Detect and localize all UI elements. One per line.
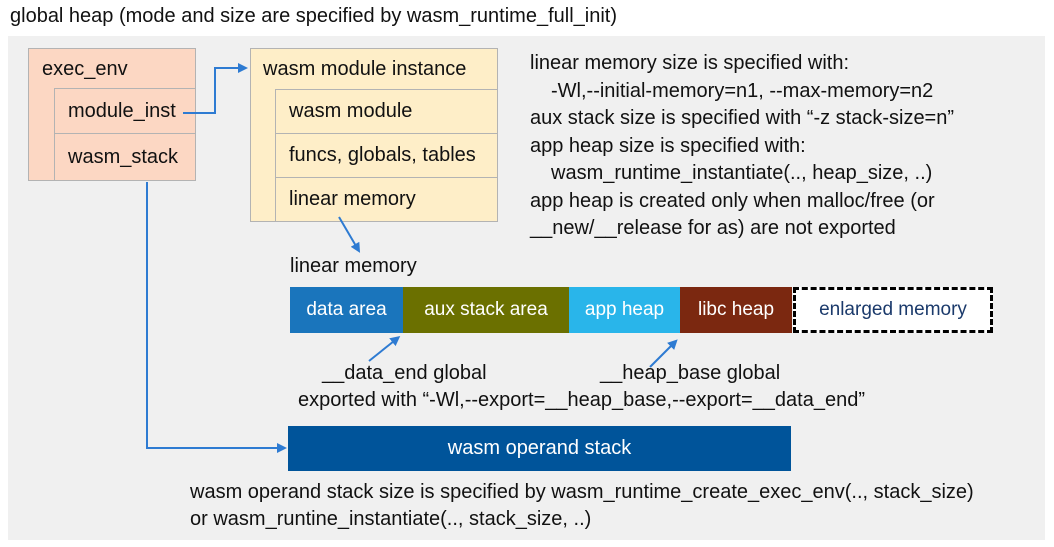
segment-enlarged-memory: enlarged memory [793, 287, 993, 333]
linear-memory-bar-title: linear memory [290, 255, 417, 277]
module-inst-label: module_inst [68, 99, 176, 122]
note-line: wasm_runtime_instantiate(.., heap_size, … [551, 162, 933, 184]
segment-data-area: data area [290, 287, 403, 333]
segment-data-area-label: data area [306, 299, 387, 320]
diagram-title: global heap (mode and size are specified… [10, 5, 617, 27]
exec-env-label: exec_env [42, 57, 128, 80]
module-inst-box: module_inst [54, 88, 196, 134]
note-line: wasm operand stack size is specified by … [190, 481, 974, 503]
linear-memory-row-box: linear memory [275, 177, 498, 222]
wasm-stack-box: wasm_stack [54, 133, 196, 181]
funcs-globals-tables-box: funcs, globals, tables [275, 133, 498, 178]
wasm-operand-stack-label: wasm operand stack [447, 437, 632, 459]
wasm-module-box: wasm module [275, 89, 498, 134]
linear-memory-bar: data area aux stack area app heap libc h… [290, 287, 993, 333]
segment-app-heap: app heap [569, 287, 680, 333]
segment-aux-stack-area-label: aux stack area [424, 299, 548, 320]
linear-memory-row-label: linear memory [289, 188, 416, 210]
segment-enlarged-memory-label: enlarged memory [819, 299, 967, 320]
wasm-stack-label: wasm_stack [68, 145, 179, 168]
note-line: app heap is created only when malloc/fre… [530, 189, 935, 212]
wasm-operand-stack-bar: wasm operand stack [288, 426, 791, 471]
note-line: app heap size is specified with: [530, 134, 806, 157]
exported-with-note: exported with “-Wl,--export=__heap_base,… [298, 389, 865, 411]
segment-libc-heap-label: libc heap [697, 299, 775, 320]
operand-stack-notes: wasm operand stack size is specified by … [190, 479, 974, 533]
note-line: linear memory size is specified with: [530, 52, 849, 74]
heap-base-global-label: __heap_base global [600, 362, 781, 384]
segment-aux-stack-area: aux stack area [403, 287, 569, 333]
note-line: or wasm_runtine_instantiate(.., stack_si… [190, 508, 592, 530]
note-line: aux stack size is specified with “-z sta… [530, 107, 955, 129]
data-end-global-label: __data_end global [322, 362, 487, 384]
wasm-module-label: wasm module [289, 100, 413, 122]
memory-size-notes: linear memory size is specified with: -W… [530, 50, 954, 243]
note-line: -Wl,--initial-memory=n1, --max-memory=n2 [551, 79, 934, 102]
wasm-module-instance-label: wasm module instance [263, 58, 467, 80]
segment-libc-heap: libc heap [680, 287, 792, 333]
note-line: __new/__release for as) are not exported [530, 217, 896, 239]
funcs-globals-tables-label: funcs, globals, tables [289, 144, 476, 166]
segment-app-heap-label: app heap [584, 299, 665, 320]
